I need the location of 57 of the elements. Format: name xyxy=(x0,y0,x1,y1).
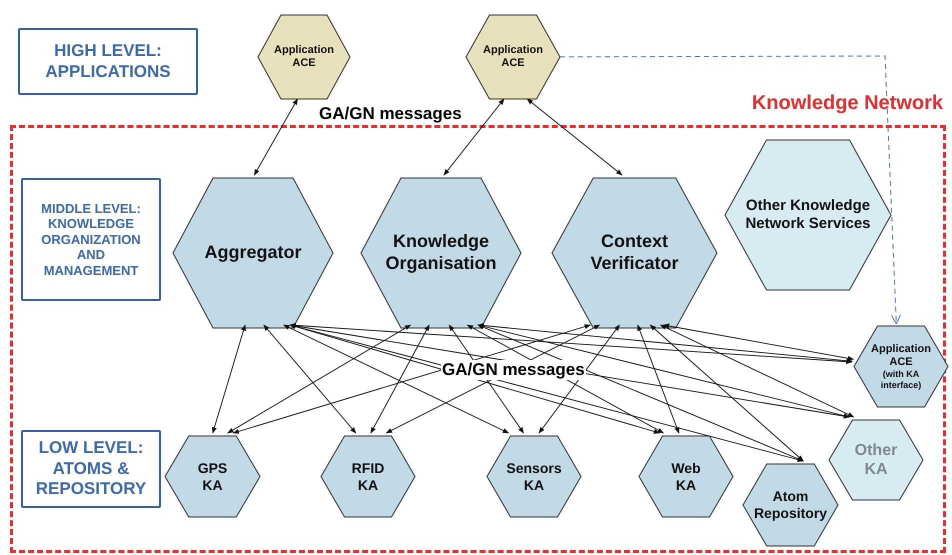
arrow xyxy=(477,323,853,364)
arrow xyxy=(662,324,854,361)
node-label: RFID KA xyxy=(350,460,386,494)
arrow xyxy=(660,324,854,418)
arrow xyxy=(477,324,850,418)
level-label: LOW LEVEL: ATOMS & REPOSITORY xyxy=(34,438,148,500)
level-box xyxy=(21,430,161,508)
hexagon-node xyxy=(165,436,260,517)
node-label: Atom Repository xyxy=(752,488,828,522)
arrow xyxy=(254,98,298,176)
hexagon-node xyxy=(639,436,733,517)
arrow xyxy=(538,324,620,434)
arrow xyxy=(370,324,430,434)
message-label: GA/GN messages xyxy=(441,360,586,380)
hexagon-node xyxy=(487,436,581,517)
arrow xyxy=(227,324,412,434)
message-label: GA/GN messages xyxy=(318,104,463,124)
hexagon-node xyxy=(361,178,521,328)
arrow xyxy=(289,322,852,364)
node-label: Knowledge Organisation xyxy=(384,231,498,275)
arrow xyxy=(637,324,680,434)
hexagon-node xyxy=(321,436,415,517)
node-label: Sensors KA xyxy=(505,460,563,494)
hexagon-node xyxy=(854,326,948,407)
hexagon-node xyxy=(829,420,923,500)
dashed-arrow xyxy=(559,56,901,324)
node-label: Application ACE xyxy=(870,342,932,369)
level-box xyxy=(18,28,198,95)
arrow xyxy=(289,324,804,462)
region-title: Knowledge Network xyxy=(752,91,943,115)
arrow xyxy=(477,324,804,462)
arrow xyxy=(283,324,510,434)
level-label: MIDDLE LEVEL: KNOWLEDGE ORGANIZATION AND MANAGEMENT xyxy=(40,200,142,278)
hexagon-node xyxy=(466,15,560,99)
node-label: Context Verificator xyxy=(589,231,680,275)
arrow xyxy=(212,324,246,434)
arrow xyxy=(232,324,591,434)
node-note: (with KA interface) xyxy=(880,368,922,390)
level-box xyxy=(21,178,161,301)
arrow xyxy=(289,324,660,434)
node-label: GPS KA xyxy=(196,460,228,494)
hexagon-node xyxy=(743,464,838,546)
node-label: Other Knowledge Network Services xyxy=(744,197,872,233)
arrow xyxy=(263,324,356,434)
node-label: Application ACE xyxy=(482,44,544,70)
hexagon-node xyxy=(552,178,717,328)
node-label: Aggregator xyxy=(203,242,302,264)
arrow xyxy=(444,98,504,176)
hexagon-node xyxy=(173,178,333,328)
level-label: HIGH LEVEL: APPLICATIONS xyxy=(44,41,172,82)
hexagon-node xyxy=(258,15,350,99)
arrow xyxy=(650,324,804,462)
node-label: Other KA xyxy=(854,440,898,480)
node-label: Web KA xyxy=(670,460,702,494)
hexagon-node xyxy=(725,140,891,290)
node-label: Application ACE xyxy=(273,44,335,70)
arrow xyxy=(526,98,622,176)
